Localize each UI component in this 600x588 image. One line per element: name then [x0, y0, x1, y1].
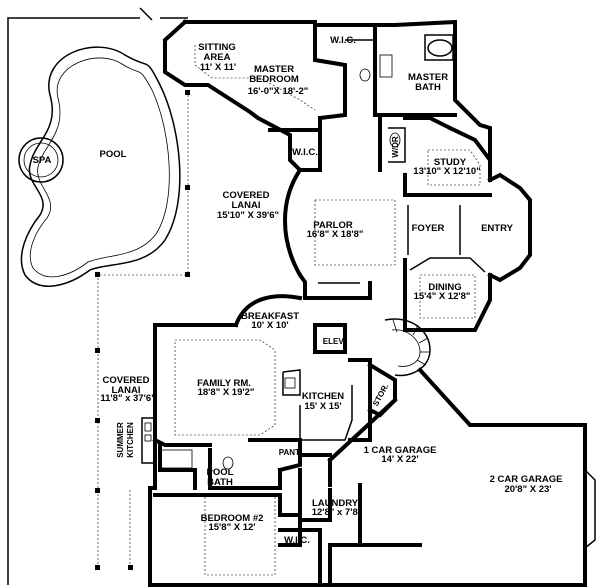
label-line-line: BATH [415, 82, 441, 93]
label-spa: SPA [33, 155, 52, 166]
lanai-columns [95, 90, 190, 570]
label-line-line: BATH [207, 477, 233, 488]
exterior-walls [148, 19, 587, 587]
pool [20, 46, 181, 287]
ceiling-details [174, 45, 481, 576]
label-summer-kitchen: SUMMERKITCHEN [116, 422, 135, 458]
label-wdr: W/DR [391, 136, 400, 158]
label-line-line: AREA [204, 52, 231, 63]
lanai-beams [97, 95, 189, 565]
interior-walls [141, 23, 596, 587]
label-entry: ENTRY [481, 223, 514, 234]
label-line-line: KITCHEN [126, 422, 135, 458]
label-foyer: FOYER [412, 223, 445, 234]
label-wic-top: W.I.C. [330, 35, 356, 46]
label-family-rm: FAMILY RM.18'8" X 19'2" [197, 378, 254, 398]
spa [18, 137, 64, 183]
label-stor: STOR. [371, 382, 390, 408]
label-line-line: LANAI [231, 200, 260, 211]
label-pool: POOL [100, 149, 127, 160]
label-wic-bottom: W.I.C. [284, 535, 310, 546]
label-elev: ELEV. [323, 337, 345, 346]
pool-deck-outline [7, 7, 188, 585]
label-line-line: LANAI [111, 385, 140, 396]
fixtures [159, 34, 454, 470]
label-line-line: BEDROOM [249, 74, 299, 85]
label-pant: PANT. [279, 448, 302, 457]
label-wic-mid: W.I.C. [292, 147, 318, 158]
